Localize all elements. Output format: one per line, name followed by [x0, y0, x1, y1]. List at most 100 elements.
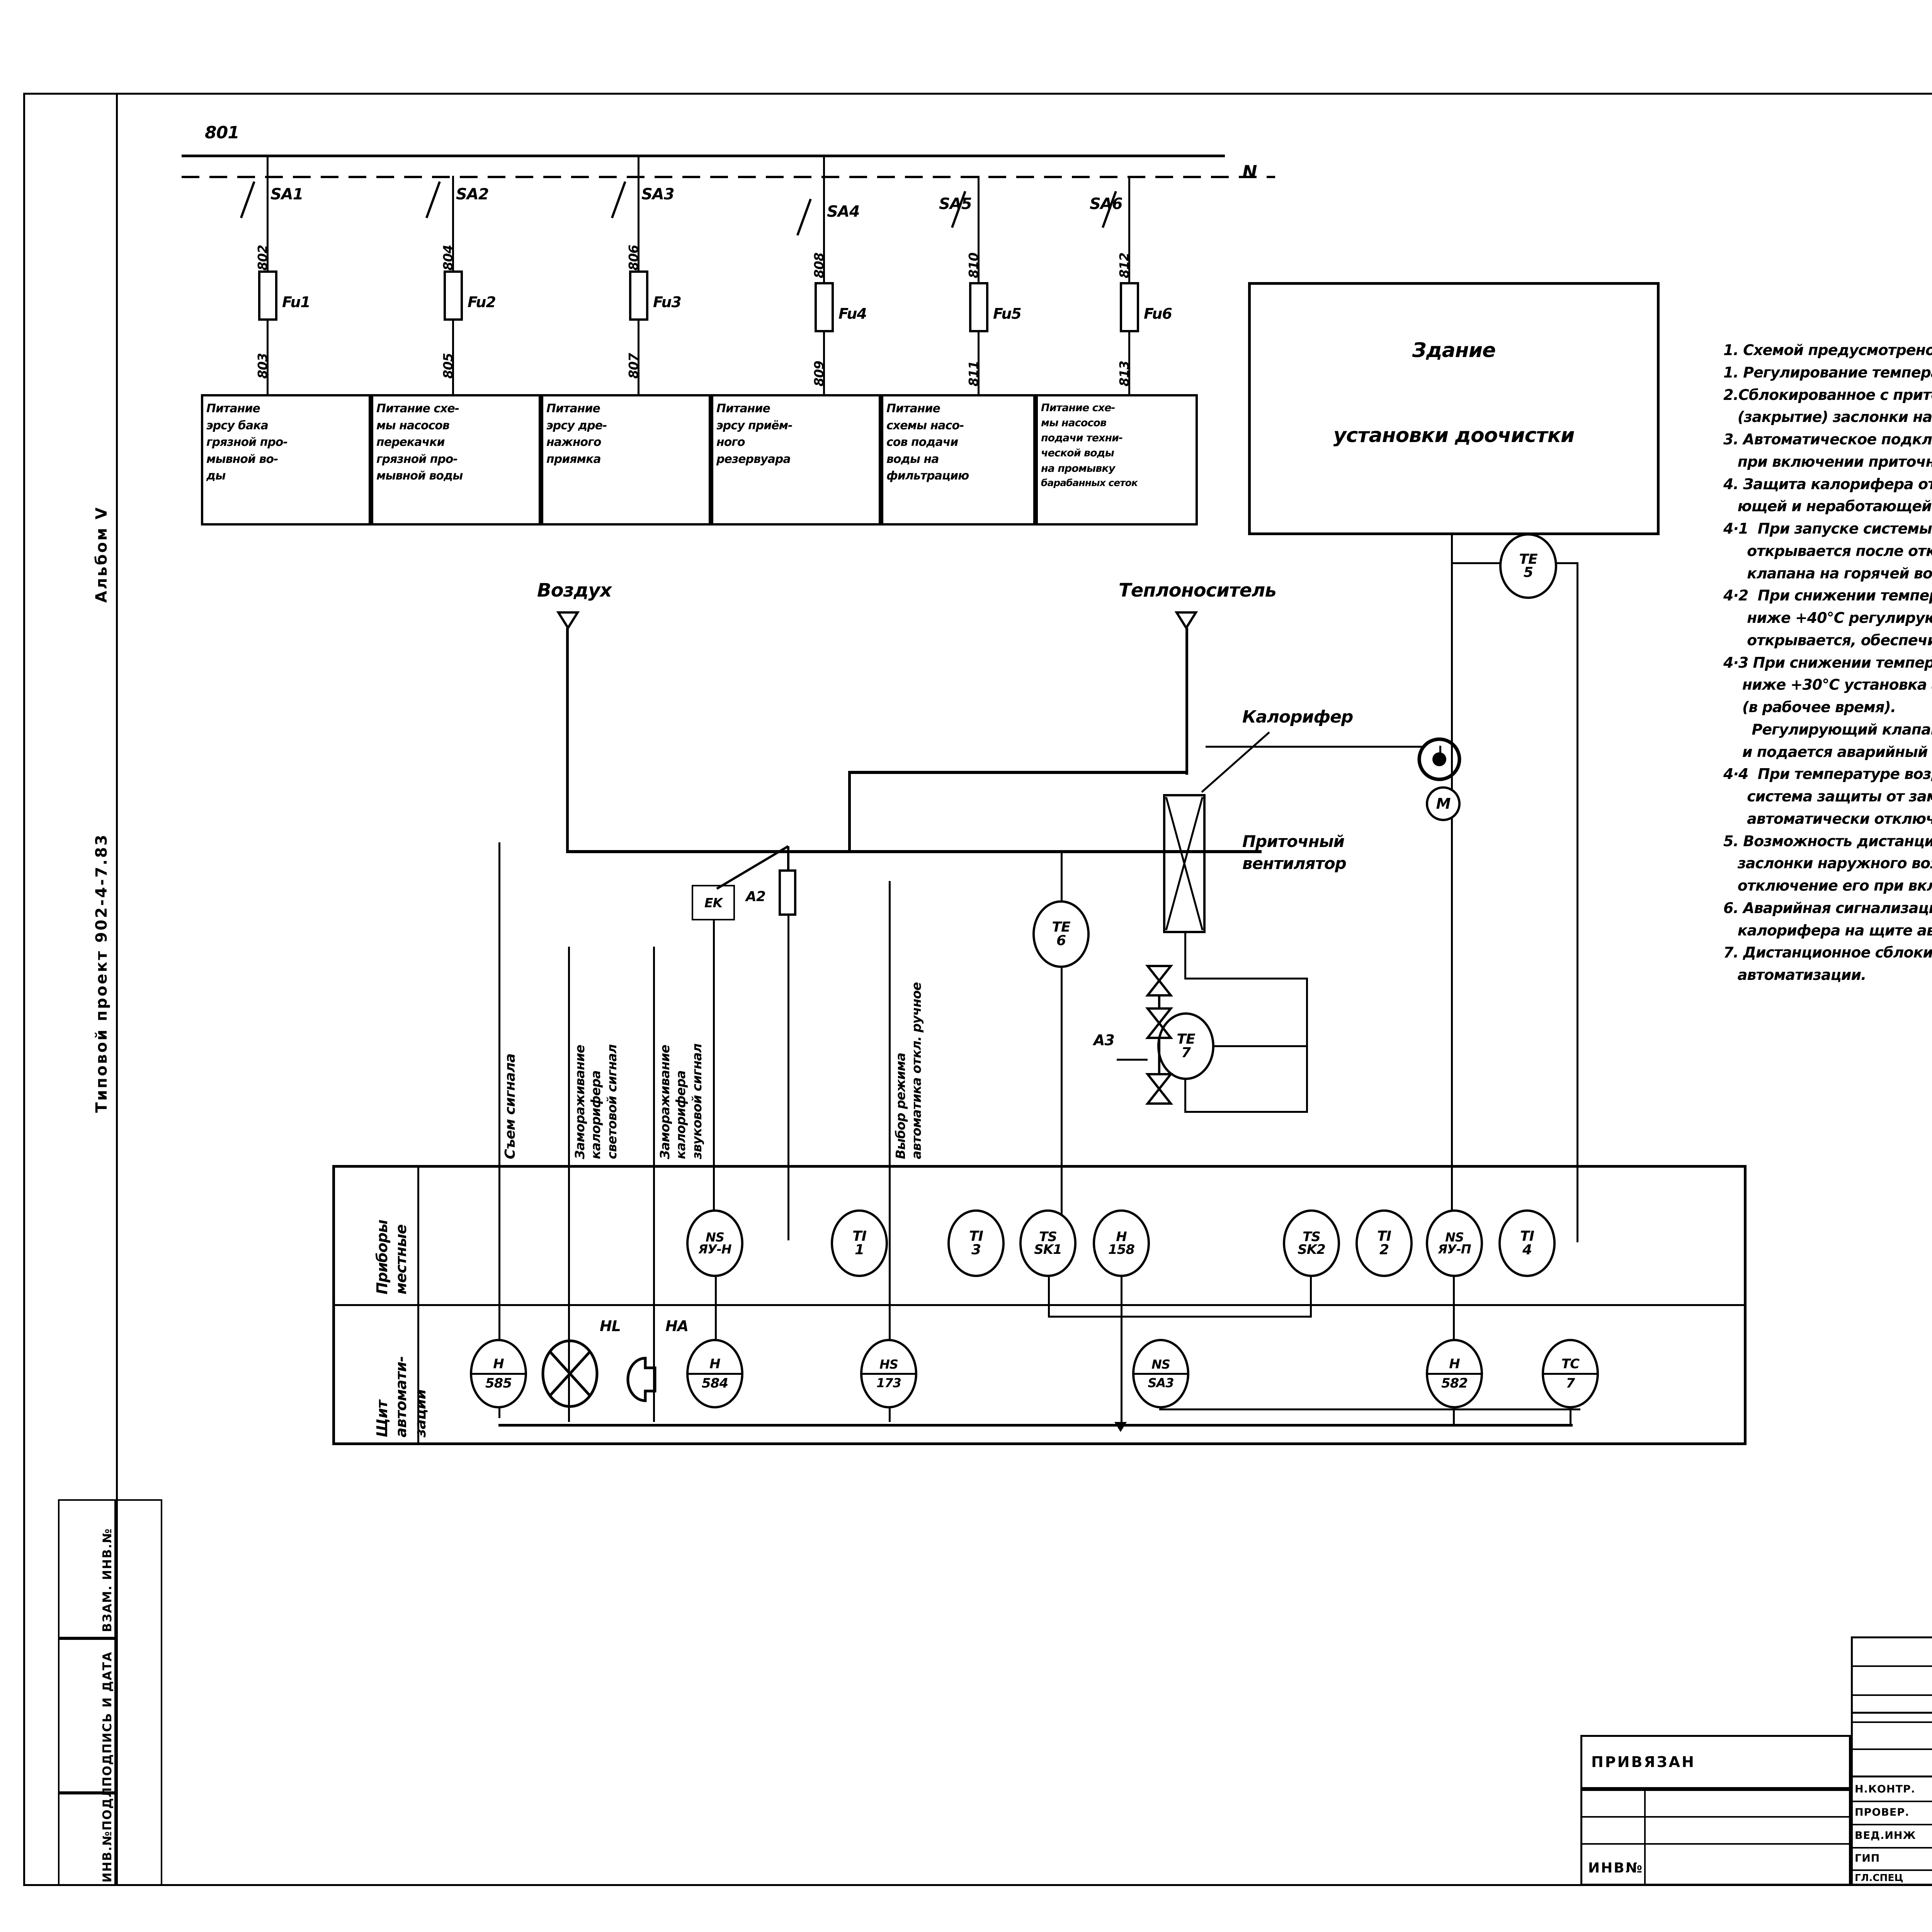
consumer-line: грязной про-: [376, 452, 458, 466]
heat-supply-horizontal: [848, 771, 1188, 774]
switch-label-2: SA3: [641, 185, 675, 203]
building-downline: [1451, 535, 1453, 1242]
switch-blade-3: [796, 198, 812, 236]
motor-symbol: M: [1426, 786, 1461, 821]
consumer-line: фильтрацию: [886, 469, 969, 483]
wire-bottom-label-1: 805: [440, 353, 456, 379]
consumer-line: нажного: [546, 435, 601, 449]
te5-link-left: [1451, 562, 1501, 564]
te7-loop-right: [1306, 978, 1308, 1028]
wire-bottom-label-5: 813: [1117, 361, 1132, 386]
device-h-158: H 158: [1093, 1209, 1150, 1277]
stamp-label-1: Подпись и дата: [100, 1651, 114, 1787]
wire-top-label-4: 810: [966, 253, 981, 278]
stamp-row-0: Взам. инв.№: [58, 1499, 116, 1638]
consumer-line: сов подачи: [886, 435, 958, 449]
fuse-symbol-3: [815, 282, 834, 332]
fuse-label-0: Fu1: [282, 294, 311, 311]
link-sk1-down: [1048, 1277, 1050, 1318]
te7-right-down: [1306, 1028, 1308, 1113]
fuse-symbol-1: [444, 270, 463, 321]
consumer-line: на промывку: [1041, 462, 1115, 474]
stamp-col-blank: [116, 1499, 162, 1886]
wire-bottom-label-2: 807: [626, 353, 641, 379]
valve-stack-icon: [1145, 965, 1173, 1105]
panel-label-hl: HL: [600, 1318, 621, 1335]
a2-label: А2: [746, 889, 766, 905]
wire-top-label-2: 806: [626, 245, 641, 270]
consumer-line: мывной во-: [206, 452, 278, 466]
column-caption-2: Замораживание калорифера звуковой сигнал: [657, 1044, 704, 1159]
te7-down: [1184, 1078, 1186, 1113]
switch-label-4: SA5: [939, 195, 972, 213]
air-duct-vertical: [566, 628, 569, 852]
panel-device-h-585: H 585: [470, 1339, 527, 1408]
device-bottom: SA3: [1148, 1375, 1174, 1390]
device-top: TI: [969, 1228, 983, 1245]
panel-device-h-582: H 582: [1426, 1339, 1483, 1408]
consumer-line: приямка: [546, 452, 601, 466]
explanation-item: 1. Схемой предусмотрено:: [1723, 342, 1932, 359]
panel-device-tc-7: TC 7: [1542, 1339, 1599, 1408]
device-bottom: 7: [1181, 1044, 1191, 1061]
device-divider: [689, 1372, 741, 1375]
explanation-item: 1. Регулирование температуры приточного …: [1723, 364, 1932, 381]
fuse-symbol-4: [969, 282, 988, 332]
explanation-item: 4·4 При температуре воздуха перед калори…: [1723, 765, 1932, 783]
device-top: TE: [1177, 1031, 1195, 1048]
device-ts-sk2: TS SK2: [1283, 1209, 1340, 1277]
consumer-line: Питание: [206, 402, 260, 415]
supply-fan-label: Приточный вентилятор: [1242, 832, 1347, 873]
power-neutral-line: [182, 176, 1275, 178]
rev-row-8: [1851, 1847, 1932, 1849]
device-bottom: 2: [1379, 1242, 1389, 1258]
explanation-item: клапана на горячей воде.: [1747, 565, 1932, 582]
explanation-item: (закрытие) заслонки наружного воздуха.: [1737, 408, 1932, 426]
signal-line-2: [653, 947, 655, 1422]
link-sk1-sk2: [1048, 1316, 1311, 1318]
heat-supply-vertical: [1185, 628, 1188, 775]
consumer-line: ческой воды: [1041, 447, 1114, 459]
explanation-item: ниже +30°С установка автоматически отклю…: [1742, 676, 1932, 694]
rev-row-4: [1851, 1748, 1932, 1750]
consumer-box-3: Питание эрсу приём- ного резервуара: [711, 394, 881, 526]
explanation-item: (в рабочее время).: [1723, 699, 1896, 716]
consumer-line: Питание схе-: [1041, 402, 1116, 414]
explanation-item: 5. Возможность дистанционного включения …: [1723, 832, 1932, 850]
device-bottom: 4: [1522, 1242, 1532, 1258]
stamp-row-1: Подпись и дата: [58, 1638, 116, 1793]
switch-label-1: SA2: [456, 185, 489, 203]
device-top: TI: [1377, 1228, 1391, 1245]
consumer-box-5: Питание схе- мы насосов подачи техни- че…: [1036, 394, 1198, 526]
consumer-line: мы насосов: [376, 418, 450, 432]
explanation-item: Регулирующий клапан на теплоносителе отк…: [1752, 721, 1932, 738]
te6-down: [1061, 968, 1063, 1240]
role-2: Вед.инж: [1855, 1829, 1916, 1842]
device-top: H: [709, 1356, 720, 1372]
heat-supply-down: [848, 771, 851, 852]
bus-bottom-1: [498, 1424, 1573, 1427]
explanation-item: 4·2 При снижении температуры обратного т…: [1723, 587, 1932, 604]
explanation-item: автоматизации.: [1723, 966, 1867, 983]
building-box: Здание установки доочистки: [1248, 282, 1660, 535]
consumer-box-1: Питание схе- мы насосов перекачки грязно…: [371, 394, 541, 526]
attached-box: [1580, 1735, 1851, 1789]
device-top: H: [1449, 1356, 1460, 1372]
power-bus-line: [182, 155, 1225, 157]
bus-bottom-2: [1159, 1408, 1580, 1410]
wire-bottom-label-3: 809: [811, 361, 827, 386]
inv-col-1: [1644, 1789, 1646, 1886]
device-top: H: [1116, 1229, 1127, 1245]
te7-loop-bottom: [1184, 1111, 1308, 1113]
album-label: Альбом V: [93, 506, 111, 603]
explanation-item: 4·1 При запуске системы заслонка наружно…: [1723, 520, 1932, 537]
consumer-line: барабанных сеток: [1041, 477, 1138, 488]
damper-linkage-icon: [716, 845, 789, 890]
device-ti-4: TI 4: [1498, 1209, 1556, 1277]
panel-device-h-584: H 584: [686, 1339, 743, 1408]
explanation-item: при включении приточного вентилятора.: [1737, 453, 1932, 470]
explanation-item: автоматически отключается.: [1747, 810, 1932, 827]
explanation-item: отключение его при включении приточного …: [1737, 877, 1932, 894]
consumer-line: Питание: [716, 402, 770, 415]
